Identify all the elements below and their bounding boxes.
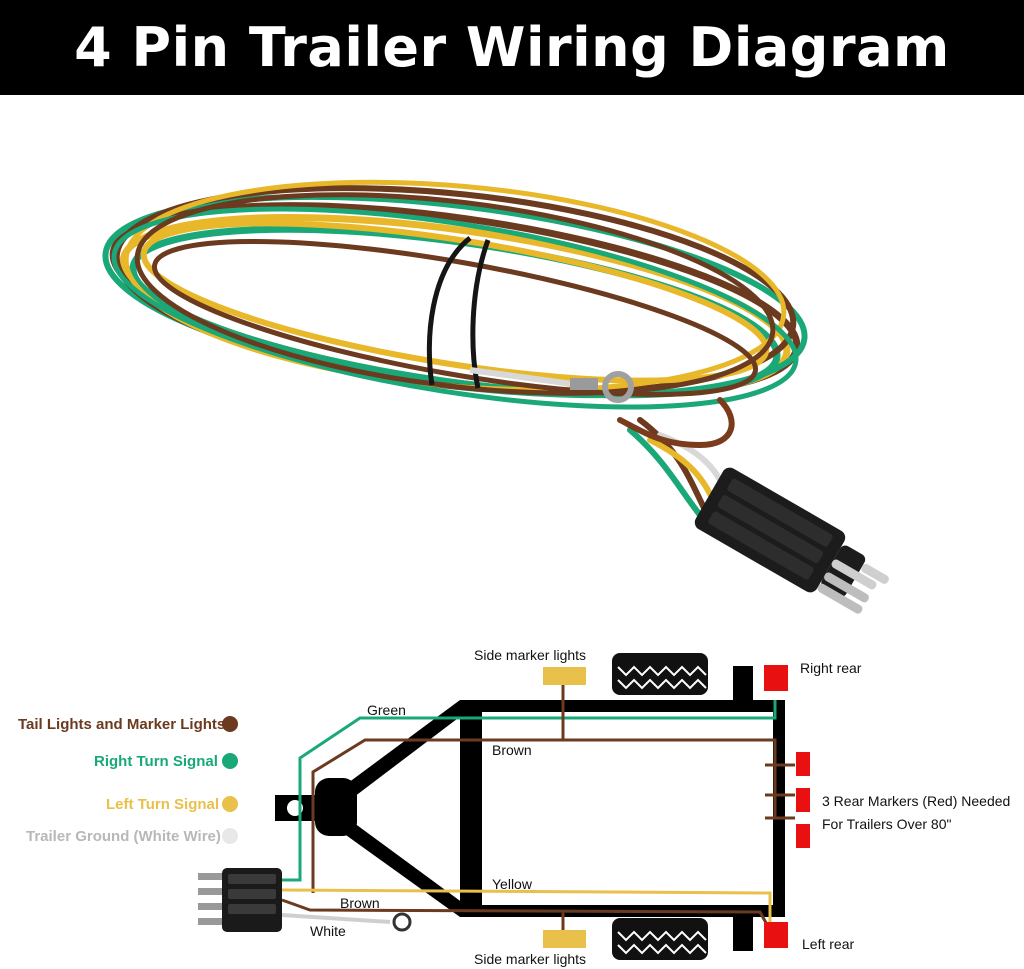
yellow-wire bbox=[281, 888, 772, 930]
wire-label-brown-top: Brown bbox=[492, 742, 532, 758]
connector-icon bbox=[198, 868, 282, 932]
title-bar: 4 Pin Trailer Wiring Diagram bbox=[0, 0, 1024, 95]
left-rear-label: Left rear bbox=[802, 936, 854, 952]
ground-ring-icon bbox=[392, 912, 412, 932]
side-marker-light-top bbox=[543, 667, 586, 685]
wire-label-green: Green bbox=[367, 702, 406, 718]
legend-dot-green bbox=[222, 753, 238, 769]
connector-lead-wires bbox=[617, 397, 735, 518]
rear-markers-line2: For Trailers Over 80" bbox=[822, 816, 951, 832]
four-pin-connector bbox=[694, 467, 889, 614]
tire-top bbox=[612, 653, 708, 695]
right-rear-label: Right rear bbox=[800, 660, 862, 676]
side-marker-top-label: Side marker lights bbox=[474, 647, 586, 663]
legend-right-turn: Right Turn Signal bbox=[94, 753, 218, 770]
axle-top bbox=[733, 666, 753, 702]
brown-wire-top bbox=[311, 685, 795, 893]
brown-wire-bottom bbox=[281, 898, 772, 933]
rear-marker-2 bbox=[796, 788, 810, 812]
rear-marker-1 bbox=[796, 752, 810, 776]
ground-ring-terminal bbox=[469, 367, 634, 403]
legend-left-turn: Left Turn Signal bbox=[106, 796, 219, 813]
wire-label-brown-bottom: Brown bbox=[340, 895, 380, 911]
rear-marker-3 bbox=[796, 824, 810, 848]
tongue-coupler bbox=[315, 778, 357, 836]
wires bbox=[281, 685, 795, 933]
legend: Tail Lights and Marker Lights Right Turn… bbox=[18, 716, 238, 845]
rear-markers-line1: 3 Rear Markers (Red) Needed bbox=[822, 793, 1010, 809]
right-rear-light bbox=[764, 665, 788, 691]
green-wire bbox=[282, 700, 777, 882]
page-title: 4 Pin Trailer Wiring Diagram bbox=[74, 16, 950, 79]
wire-label-white: White bbox=[310, 923, 346, 939]
wire-label-yellow: Yellow bbox=[492, 876, 533, 892]
side-marker-light-bottom bbox=[543, 930, 586, 948]
legend-dot-white bbox=[222, 828, 238, 844]
legend-tail-lights: Tail Lights and Marker Lights bbox=[18, 716, 225, 733]
legend-dot-yellow bbox=[222, 796, 238, 812]
white-wire bbox=[281, 913, 391, 924]
legend-dot-brown bbox=[222, 716, 238, 732]
side-marker-bottom-label: Side marker lights bbox=[474, 951, 586, 967]
zip-tie bbox=[426, 236, 491, 389]
left-rear-light bbox=[764, 922, 788, 948]
axle-bottom bbox=[733, 915, 753, 951]
legend-ground: Trailer Ground (White Wire) bbox=[26, 828, 221, 845]
tire-bottom bbox=[612, 918, 708, 960]
